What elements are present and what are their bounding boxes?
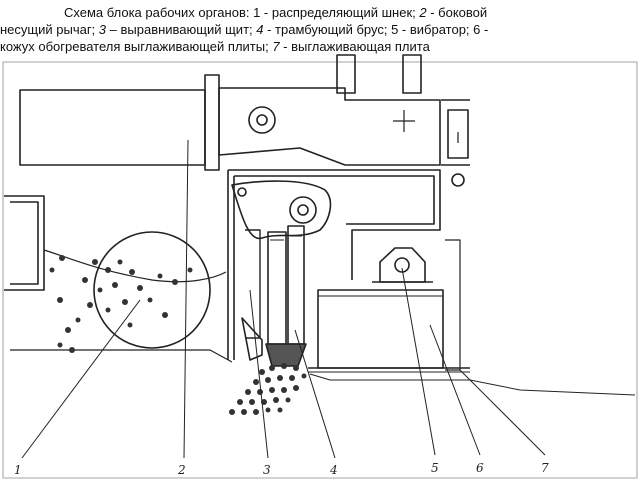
caption-number: 4	[256, 22, 264, 37]
heater-hood	[227, 169, 461, 371]
caption-number: 7	[272, 39, 280, 54]
caption-text: кожух обогревателя выглаживающей плиты;	[0, 39, 273, 54]
material-pile	[229, 363, 307, 415]
tamping-bar	[265, 225, 307, 367]
caption-line-3: кожух обогревателя выглаживающей плиты; …	[0, 38, 640, 55]
caption-number: 2	[419, 5, 427, 20]
base-surface	[309, 373, 636, 396]
figure-caption: Схема блока рабочих органов: 1 - распред…	[0, 0, 640, 62]
eccentric	[231, 180, 332, 240]
caption-number: 3	[98, 22, 107, 37]
callout-1: 1	[14, 463, 22, 477]
callout-2: 2	[177, 463, 186, 477]
hopper	[4, 195, 45, 291]
caption-text: - выглаживающая плита	[279, 39, 430, 54]
caption-text: - боковой	[426, 5, 488, 20]
auger-material	[49, 255, 193, 353]
callout-7: 7	[541, 461, 549, 475]
callout-5: 5	[431, 461, 439, 475]
callout-3: 3	[263, 463, 271, 477]
side-lever	[218, 54, 470, 187]
auger	[43, 231, 227, 349]
screed-plate	[308, 367, 470, 373]
ground-line-left	[10, 349, 233, 363]
levelling-screed	[241, 229, 263, 361]
main-beam	[19, 74, 220, 171]
caption-text: несущий рычаг;	[0, 22, 99, 37]
callout-4: 4	[329, 463, 338, 477]
drawing-frame	[2, 61, 638, 479]
leader-lines	[21, 139, 546, 459]
callout-labels: 1 2 3 4 5 6 7	[14, 461, 549, 477]
caption-text: Схема блока рабочих органов: 1 - распред…	[64, 5, 420, 20]
caption-text: - трамбующий брус; 5 - вибратор; 6 -	[263, 22, 489, 37]
caption-text: – выравнивающий щит;	[106, 22, 257, 37]
vibrator	[372, 247, 433, 283]
caption-line-2: несущий рычаг; 3 – выравнивающий щит; 4 …	[0, 21, 640, 38]
heater-casing	[317, 289, 444, 369]
callout-6: 6	[476, 461, 484, 475]
caption-line-1: Схема блока рабочих органов: 1 - распред…	[0, 4, 640, 21]
